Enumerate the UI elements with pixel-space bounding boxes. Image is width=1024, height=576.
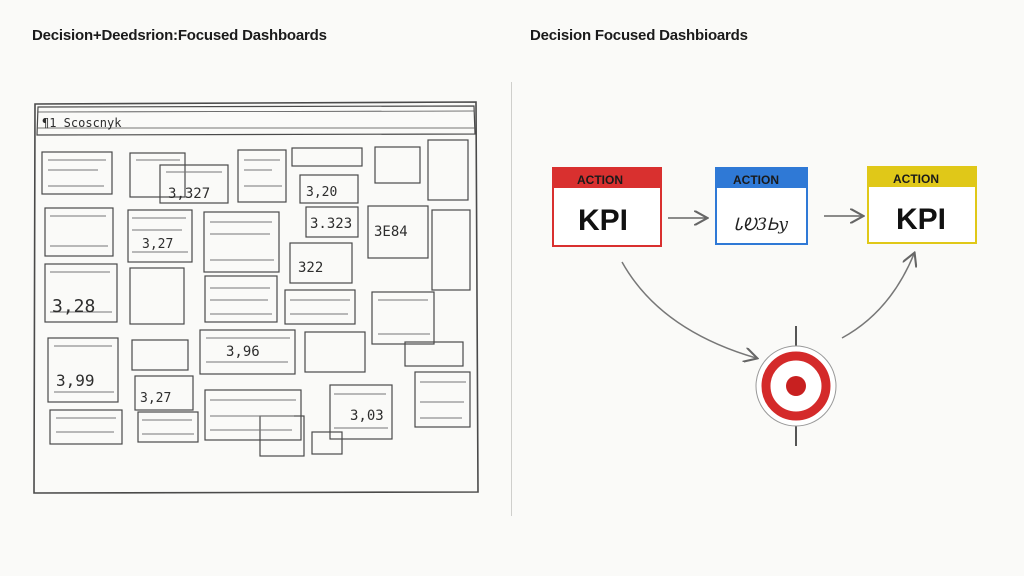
- sketch-widget: [159, 164, 229, 204]
- sketch-scribble-lines: [48, 159, 466, 435]
- sketch-number: 3,327: [168, 186, 210, 202]
- sketch-widget: [427, 139, 469, 201]
- cluttered-dashboard-sketch: ¶1 Scoscnyk: [33, 101, 479, 494]
- sketch-widget: [44, 263, 118, 323]
- sketch-number: 3,20: [306, 185, 337, 200]
- sketch-widget: [129, 267, 185, 325]
- sketch-widget-grid: [41, 139, 471, 457]
- sketch-number-labels: 3,327 3,27 3,20 3.323 3E84 322 3,28 3,99…: [52, 185, 408, 424]
- sketch-widget: [259, 415, 305, 457]
- kpi-card-header: [868, 167, 976, 187]
- sketch-widget: [129, 152, 186, 198]
- kpi-card-3: ACTION KPI: [867, 166, 977, 244]
- sketch-number: 3,99: [56, 371, 95, 390]
- sketch-widget: [199, 329, 296, 375]
- sketch-widget: [49, 409, 123, 445]
- sketch-widget: [329, 384, 393, 440]
- kpi-card-label: ACTION: [893, 172, 939, 186]
- kpi-card-value: KPI: [578, 204, 628, 237]
- kpi-card-1: ACTION KPI: [552, 167, 662, 247]
- sketch-widget: [204, 389, 302, 441]
- left-panel-title: Decision+Deedsrion:Focused Dashboards: [32, 27, 327, 44]
- sketch-number: 3,27: [142, 237, 173, 252]
- sketch-widget: [44, 207, 114, 257]
- sketch-widget: [137, 411, 199, 443]
- sketch-widget: [284, 289, 356, 325]
- sketch-widget: [367, 205, 429, 259]
- curved-arrow-from-target: [841, 254, 914, 339]
- kpi-card-label: ACTION: [577, 173, 623, 187]
- sketch-widget: [311, 431, 343, 455]
- sketch-widget: [204, 275, 278, 323]
- titlebar-hatching: [37, 110, 475, 129]
- panel-divider: [511, 82, 512, 516]
- sketch-number: 3,03: [350, 408, 384, 424]
- right-panel-title: Decision Focused Dashbioards: [530, 27, 748, 44]
- sketch-widget: [291, 147, 363, 167]
- dashboard-window-caption: ¶1 Scoscnyk: [42, 116, 122, 130]
- kpi-card-value: KPI: [896, 203, 946, 236]
- target-bullseye: [755, 326, 837, 446]
- sketch-widget: [131, 339, 189, 371]
- sketch-widget: [299, 174, 359, 204]
- sketch-number: 3,27: [140, 391, 171, 406]
- curved-arrow-to-target: [621, 261, 756, 358]
- sketch-number: 3.323: [310, 216, 352, 232]
- sketch-widget: [414, 371, 471, 428]
- kpi-card-label: ACTION: [733, 173, 779, 187]
- sketch-widget: [305, 206, 359, 238]
- sketch-widget: [304, 331, 366, 373]
- sketch-widget: [289, 242, 353, 284]
- sketch-widget: [431, 209, 471, 291]
- sketch-widget: [404, 341, 464, 367]
- kpi-card-value: ᏓᎧ3Ꮟy: [734, 215, 788, 235]
- sketch-widget: [47, 337, 119, 403]
- kpi-card-header: [553, 168, 661, 188]
- sketch-number: 3E84: [374, 224, 408, 240]
- kpi-card-header: [716, 168, 807, 188]
- kpi-card-2: ACTION ᏓᎧ3Ꮟy: [715, 167, 808, 245]
- sketch-widget: [371, 291, 435, 345]
- sketch-widget: [237, 149, 287, 203]
- decision-flow-diagram: ACTION KPI ACTION ᏓᎧ3Ꮟy ACTION KPI: [552, 166, 977, 446]
- sketch-widget: [41, 151, 113, 195]
- sketch-number: 322: [298, 260, 323, 276]
- sketch-widget: [203, 211, 280, 273]
- sketch-number: 3,28: [52, 296, 95, 317]
- sketch-widget: [134, 375, 194, 411]
- target-center: [786, 376, 806, 396]
- dashboard-window-titlebar: [36, 105, 476, 136]
- sketch-widget: [127, 209, 193, 263]
- sketch-widget: [374, 146, 421, 184]
- target-ring: [761, 351, 831, 421]
- dashboard-window-frame: [33, 101, 479, 494]
- sketch-number: 3,96: [226, 344, 260, 360]
